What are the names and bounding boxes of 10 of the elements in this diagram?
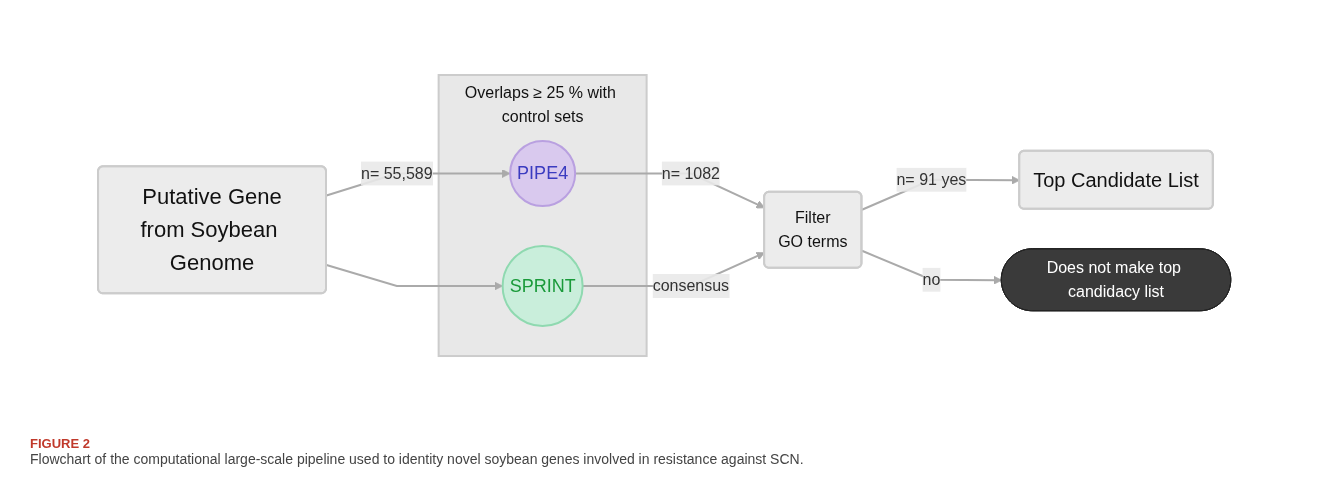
node-circle: SPRINT bbox=[501, 245, 584, 328]
figure-caption: Flowchart of the computational large-scale pipeline used to identity novel soybean genes involved in resistance against SCN. bbox=[30, 451, 805, 467]
figure-label: FIGURE 2 bbox=[30, 436, 91, 451]
edge-label: n= 55,589 bbox=[361, 164, 433, 182]
arrow bbox=[861, 250, 1003, 286]
edge-label: n= 1082 bbox=[661, 164, 721, 182]
edge-label: consensus bbox=[652, 277, 730, 295]
edge-label: n= 91 yes bbox=[896, 171, 967, 189]
edge-label: no bbox=[922, 271, 941, 289]
node-circle: PIPE4 bbox=[509, 140, 577, 208]
